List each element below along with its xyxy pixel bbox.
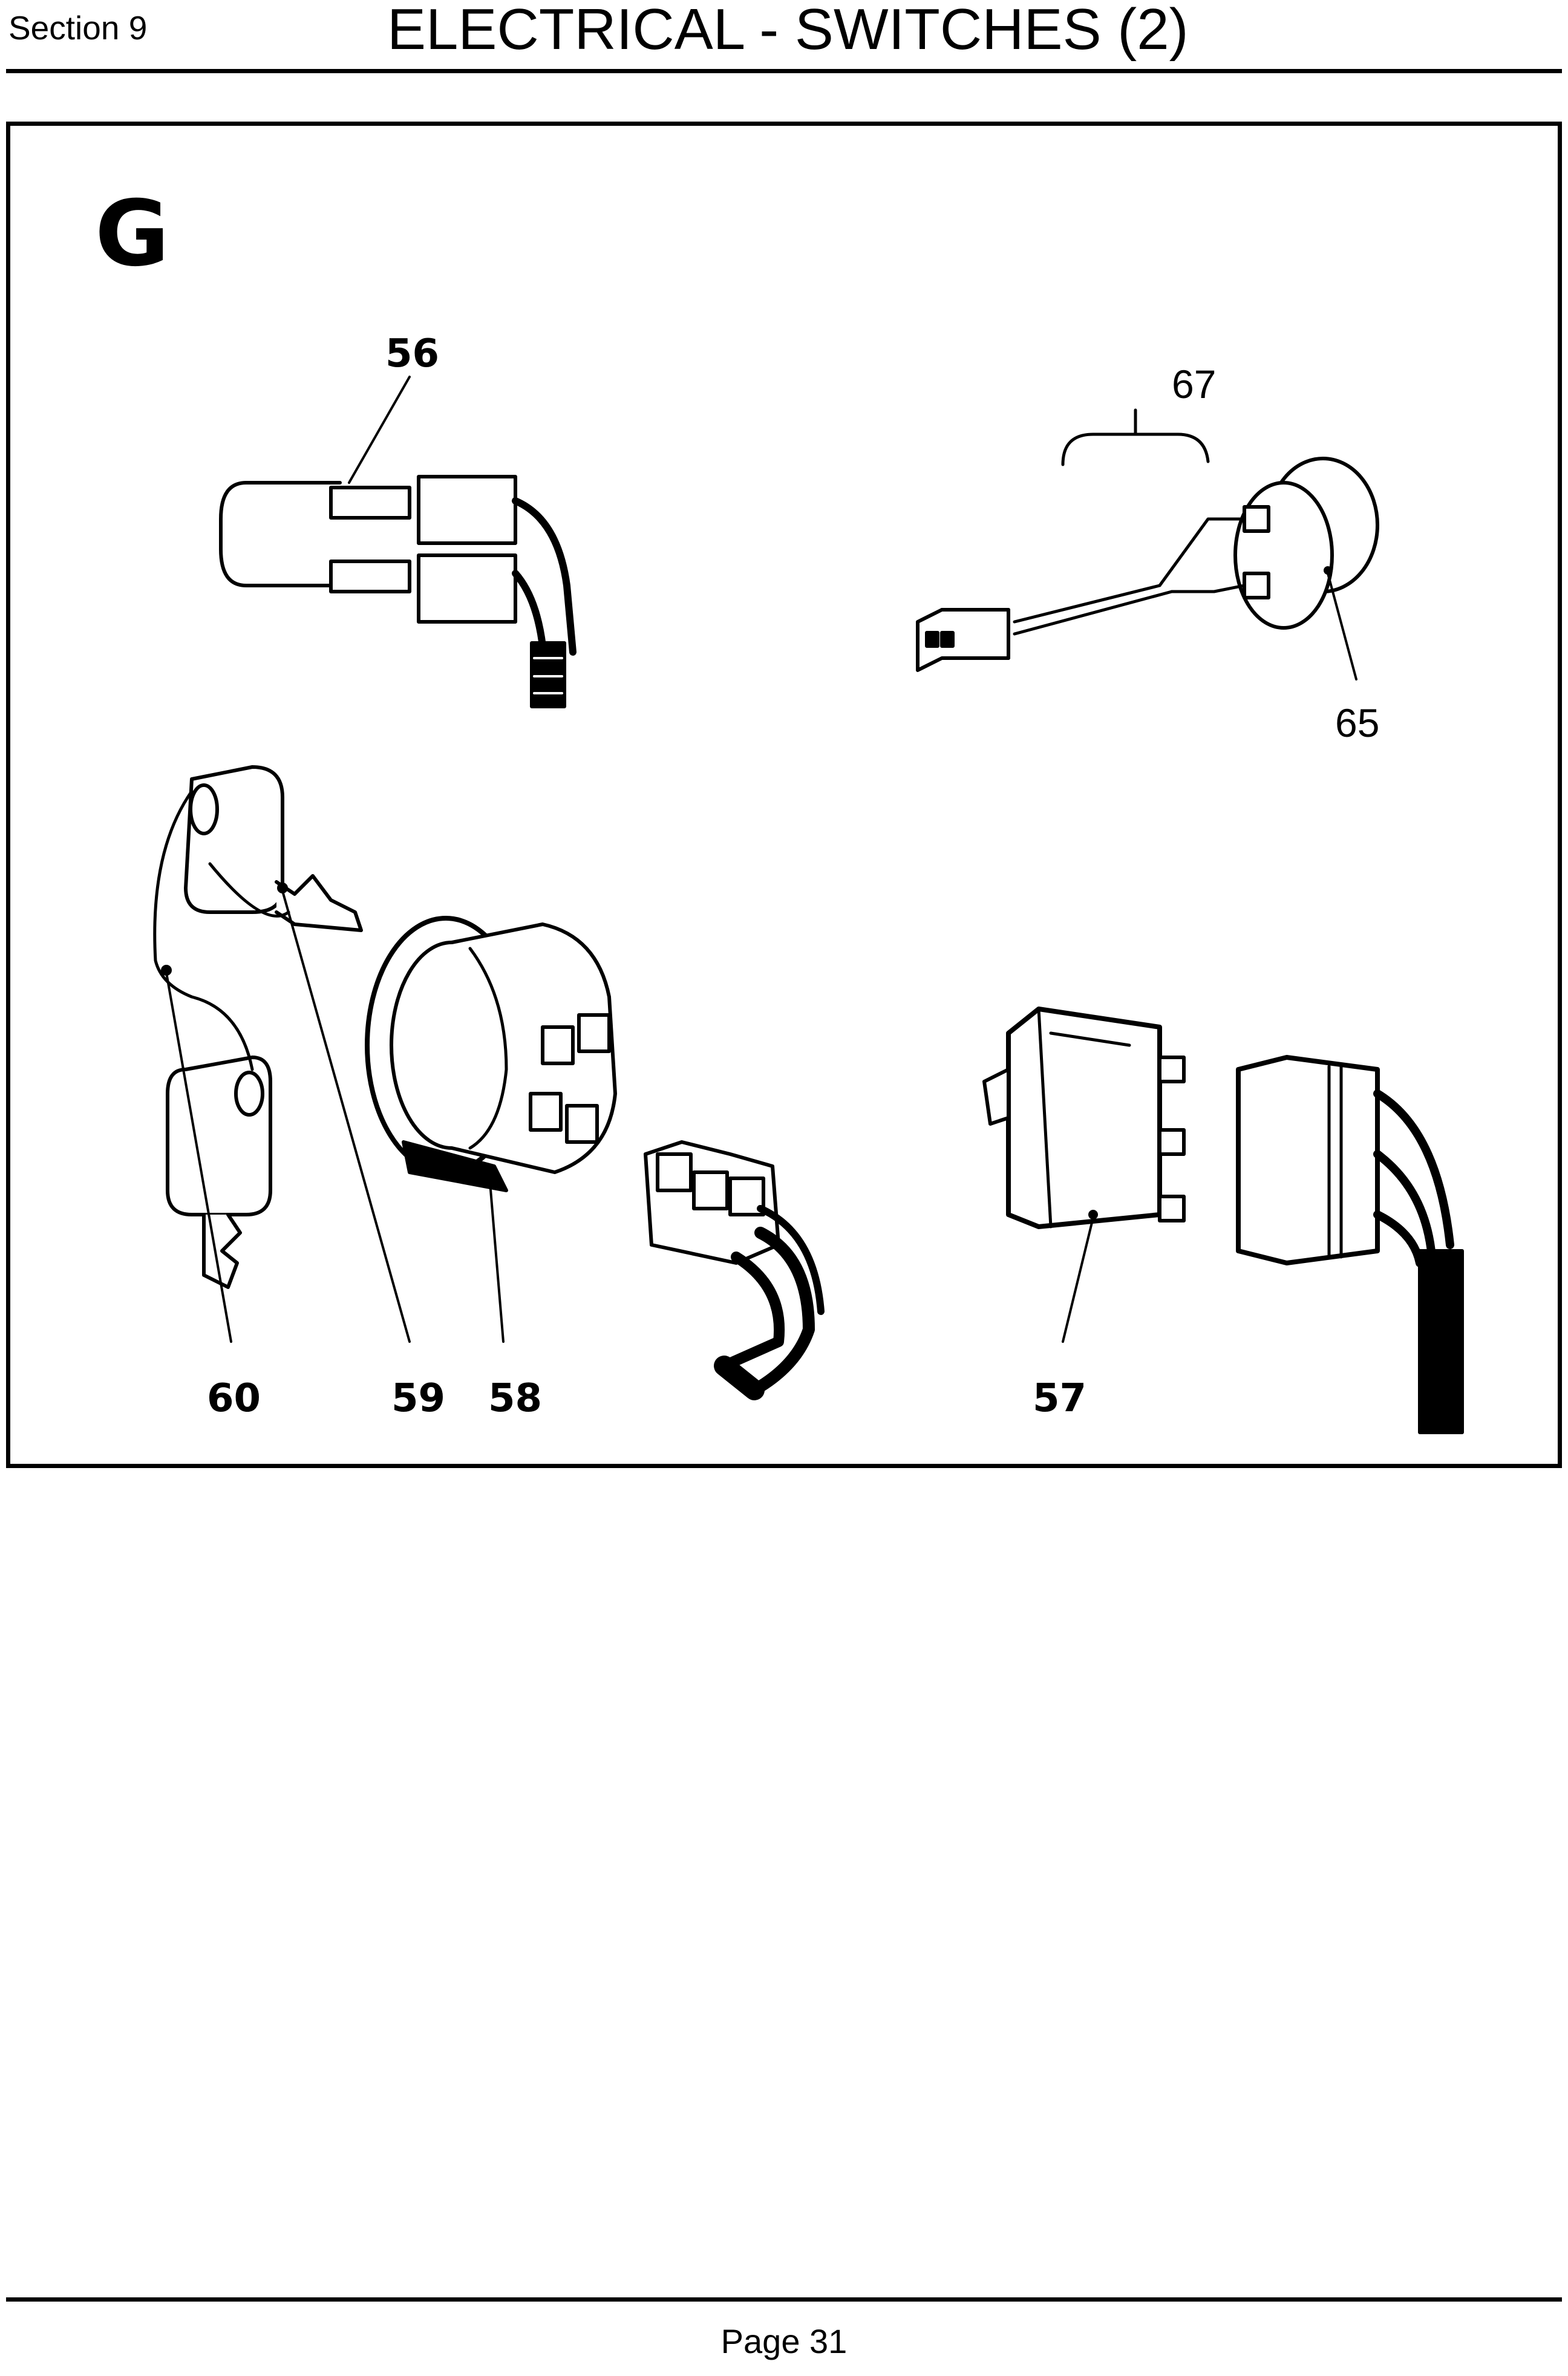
callout-65: 65: [1335, 700, 1379, 745]
callout-60: 60: [207, 1376, 261, 1421]
callout-67: 67: [1172, 362, 1216, 406]
callout-56: 56: [385, 331, 439, 376]
part-56-connector: [219, 475, 577, 708]
footer-rule: [6, 2297, 1562, 2302]
part-58-wire-plug: [644, 1140, 825, 1400]
part-57-socket: [1236, 1055, 1464, 1434]
figure-letter: G: [95, 181, 169, 287]
part-57-rocker-switch: [982, 1007, 1186, 1229]
part-67-switch-assembly: [916, 408, 1379, 672]
header-rule: [6, 69, 1562, 73]
section-label: Section 9: [8, 9, 148, 47]
page-title: ELECTRICAL - SWITCHES (2): [387, 0, 1189, 62]
callout-58: 58: [488, 1376, 542, 1421]
page-number: Page 31: [720, 2322, 848, 2360]
parts-diagram-frame: G 56: [6, 122, 1562, 1468]
part-58-ignition-switch: [365, 916, 617, 1192]
part-59-60-keys: [153, 765, 363, 1289]
callout-57: 57: [1033, 1376, 1086, 1421]
callout-59: 59: [391, 1376, 445, 1421]
parts-diagram: G 56: [95, 181, 1464, 1434]
